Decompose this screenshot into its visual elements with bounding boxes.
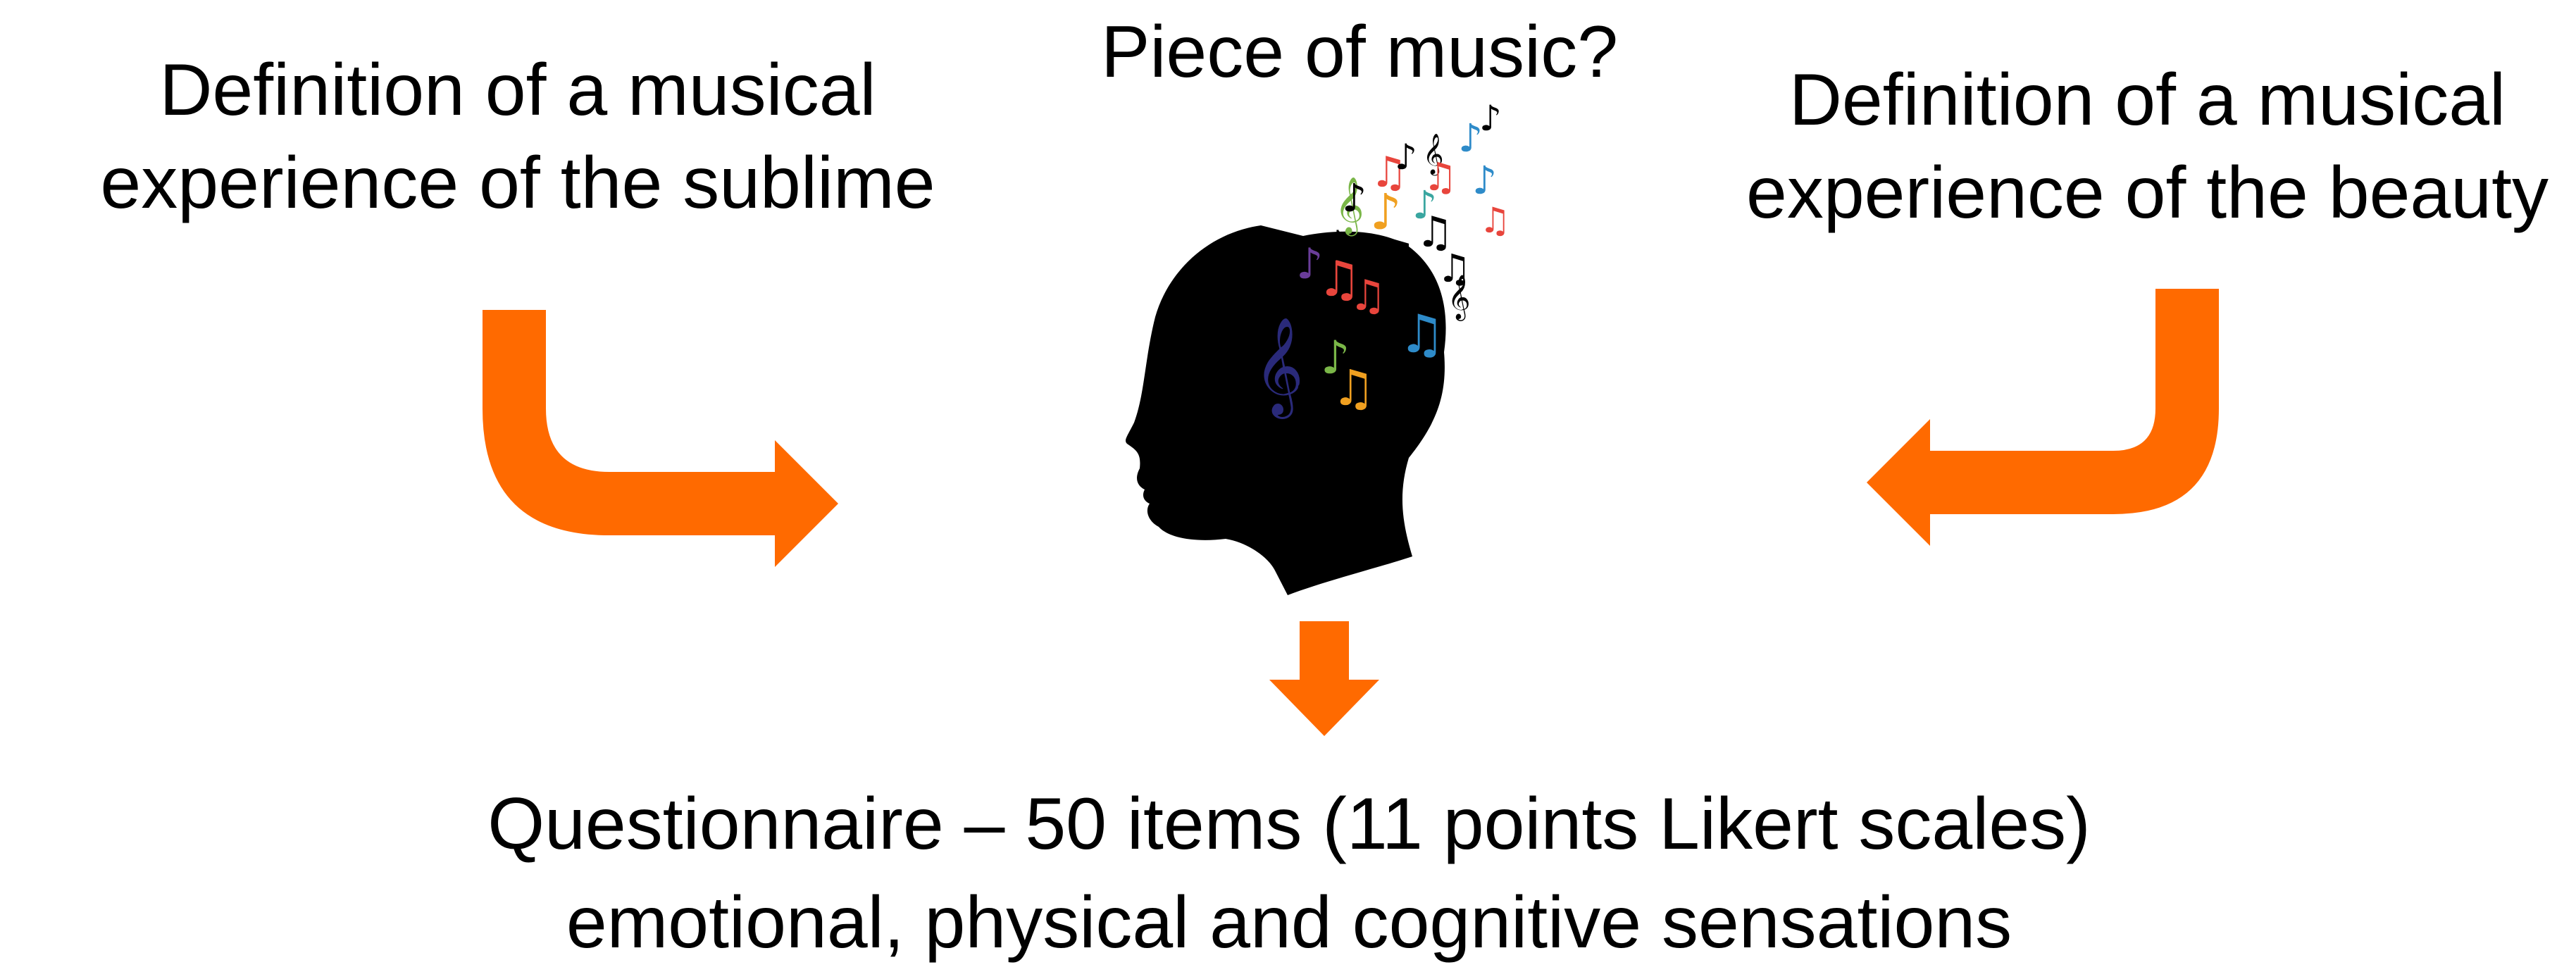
beauty-definition-line1: Definition of a musical: [1788, 59, 2506, 141]
music-note: ♪: [1395, 137, 1417, 177]
music-note: ♫: [1374, 229, 1418, 287]
questionnaire-description: Questionnaire – 50 items (11 points Like…: [338, 775, 2240, 972]
music-note: ♪: [1458, 116, 1483, 161]
music-note: ♪: [1296, 239, 1323, 289]
music-note: ♫: [1349, 271, 1387, 320]
right-curved-arrow: [1867, 289, 2219, 546]
music-note: ♫: [1317, 250, 1362, 308]
left-curved-arrow: [483, 310, 838, 567]
music-note: ♪: [1377, 271, 1409, 329]
treble-clef-note: 𝄞: [1335, 176, 1364, 236]
sublime-definition-line1: Definition of a musical: [159, 49, 876, 131]
music-note: ♫: [1289, 345, 1333, 403]
music-notes-icon: 𝄞 𝄞 𝄞 𝄞 ♫ ♫ ♪ ♫ ♫ ♪ ♫ ♫ ♪ ♫ ♪ ♪ ♫ ♫ ♪ ♪ …: [1254, 98, 1511, 419]
music-note: ♪: [1479, 98, 1502, 139]
music-note: ♪: [1412, 182, 1437, 228]
music-note: ♫: [1289, 293, 1340, 359]
human-head-silhouette-icon: [1126, 225, 1446, 595]
sublime-definition-line2: experience of the sublime: [100, 142, 935, 224]
music-note: ♪: [1472, 158, 1497, 203]
music-note: ♪: [1324, 222, 1351, 271]
music-note: ♪: [1370, 183, 1402, 241]
music-note: ♫: [1370, 148, 1408, 197]
treble-clef-note: 𝄞: [1254, 317, 1304, 419]
music-note: ♫: [1479, 200, 1511, 241]
music-note: ♫: [1423, 154, 1457, 199]
music-note: ♫: [1398, 303, 1445, 365]
questionnaire-line1: Questionnaire – 50 items (11 points Like…: [487, 783, 2091, 865]
beauty-definition-line2: experience of the beauty: [1746, 152, 2549, 234]
down-arrow: [1269, 621, 1379, 736]
music-note: ♪: [1342, 175, 1367, 220]
music-note: ♪: [1321, 332, 1350, 385]
piece-of-music-question: Piece of music?: [1043, 6, 1676, 99]
beauty-definition: Definition of a musical experience of th…: [1719, 54, 2576, 239]
questionnaire-line2: emotional, physical and cognitive sensat…: [566, 882, 2012, 964]
music-note: ♫: [1416, 208, 1454, 257]
center-question-text: Piece of music?: [1100, 11, 1619, 93]
sublime-definition: Definition of a musical experience of th…: [49, 44, 986, 230]
music-note: ♫: [1331, 359, 1376, 417]
treble-clef-note: 𝄞: [1448, 274, 1471, 321]
music-note: ♫: [1437, 246, 1471, 291]
treble-clef-note: 𝄞: [1423, 133, 1444, 176]
